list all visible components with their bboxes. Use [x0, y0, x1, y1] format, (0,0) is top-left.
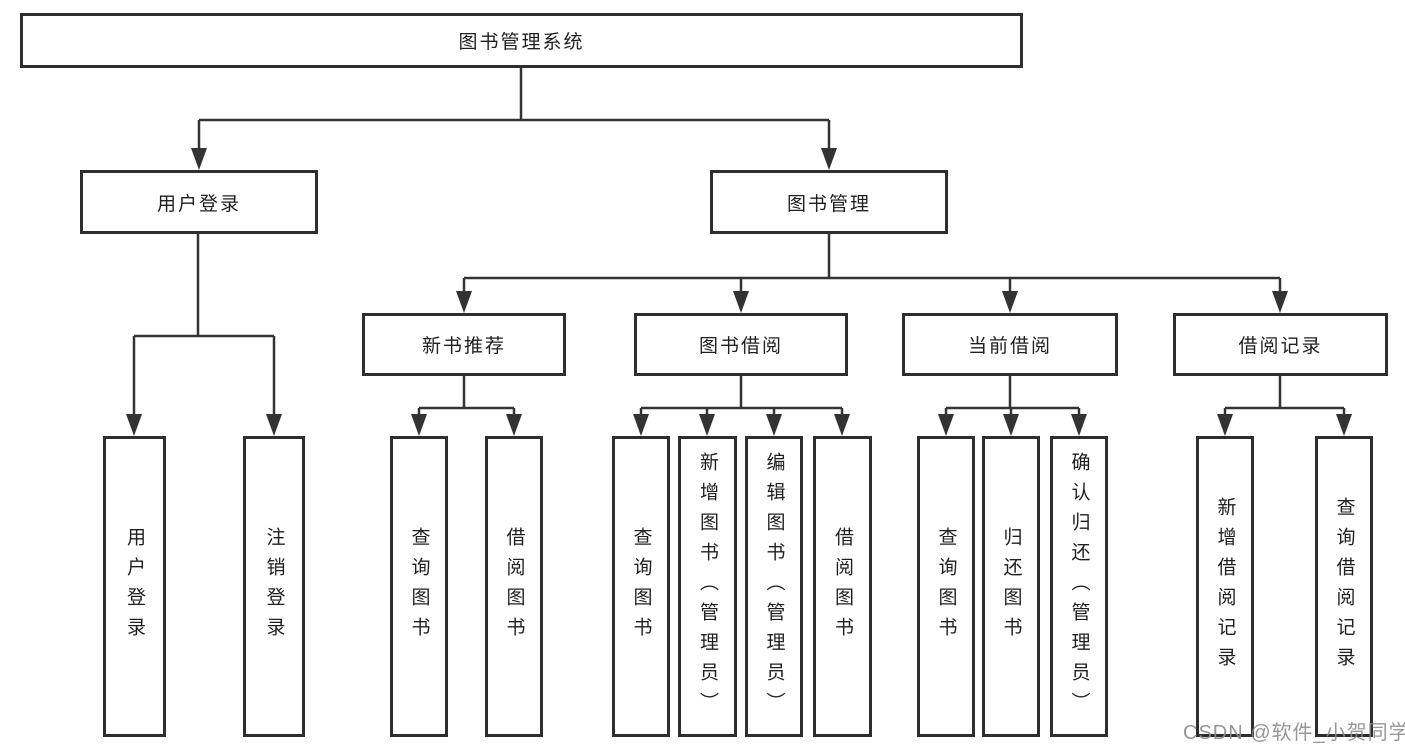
- leaf-label: 归还图书: [1000, 526, 1022, 647]
- node-label: 图书管理: [786, 193, 871, 215]
- node-label: 借阅记录: [1238, 336, 1323, 357]
- leaf-borrow-books-rec: 借阅图书: [485, 436, 543, 737]
- node-book-management: 图书管理: [710, 170, 948, 234]
- leaf-label: 用户登录: [124, 526, 145, 647]
- leaf-label: 查询图书: [935, 526, 957, 647]
- node-current-borrowing: 当前借阅: [902, 313, 1118, 376]
- node-label: 图书管理系统: [458, 32, 585, 53]
- leaf-label: 注销登录: [263, 526, 285, 647]
- leaf-user-login: 用户登录: [103, 436, 166, 737]
- leaf-label: 新增借阅记录: [1214, 496, 1236, 677]
- node-user-login: 用户登录: [80, 170, 318, 234]
- leaf-return-books: 归还图书: [982, 436, 1040, 737]
- leaf-query-borrow-record: 查询借阅记录: [1315, 436, 1373, 737]
- leaf-add-books-admin: 新增图书（管理员）: [678, 436, 737, 737]
- leaf-add-borrow-record: 新增借阅记录: [1196, 436, 1254, 737]
- csdn-watermark: CSDN @软件_小贺同学: [1183, 722, 1405, 744]
- leaf-query-books-rec: 查询图书: [390, 436, 448, 737]
- leaf-label: 借阅图书: [503, 526, 525, 647]
- node-root-library-system: 图书管理系统: [20, 13, 1023, 68]
- leaf-label: 新增图书（管理员）: [697, 451, 718, 722]
- node-label: 用户登录: [156, 193, 241, 215]
- leaf-label: 借阅图书: [832, 526, 853, 647]
- leaf-logout: 注销登录: [243, 436, 305, 737]
- leaf-borrow-books: 借阅图书: [813, 436, 872, 737]
- leaf-label: 确认归还（管理员）: [1068, 451, 1090, 722]
- leaf-label: 查询图书: [630, 526, 652, 647]
- node-label: 新书推荐: [421, 336, 506, 357]
- node-new-book-recommendation: 新书推荐: [362, 313, 566, 376]
- leaf-confirm-return-admin: 确认归还（管理员）: [1050, 436, 1108, 737]
- node-book-borrowing: 图书借阅: [634, 313, 848, 376]
- leaf-edit-books-admin: 编辑图书（管理员）: [745, 436, 803, 737]
- node-borrowing-records: 借阅记录: [1173, 313, 1388, 376]
- leaf-label: 查询借阅记录: [1333, 496, 1355, 677]
- leaf-label: 编辑图书（管理员）: [763, 451, 785, 722]
- leaf-query-books-current: 查询图书: [917, 436, 975, 737]
- node-label: 当前借阅: [967, 336, 1052, 357]
- node-label: 图书借阅: [698, 336, 783, 357]
- leaf-query-books-borrow: 查询图书: [612, 436, 670, 737]
- leaf-label: 查询图书: [408, 526, 430, 647]
- arrowhead-icons: [126, 148, 1352, 436]
